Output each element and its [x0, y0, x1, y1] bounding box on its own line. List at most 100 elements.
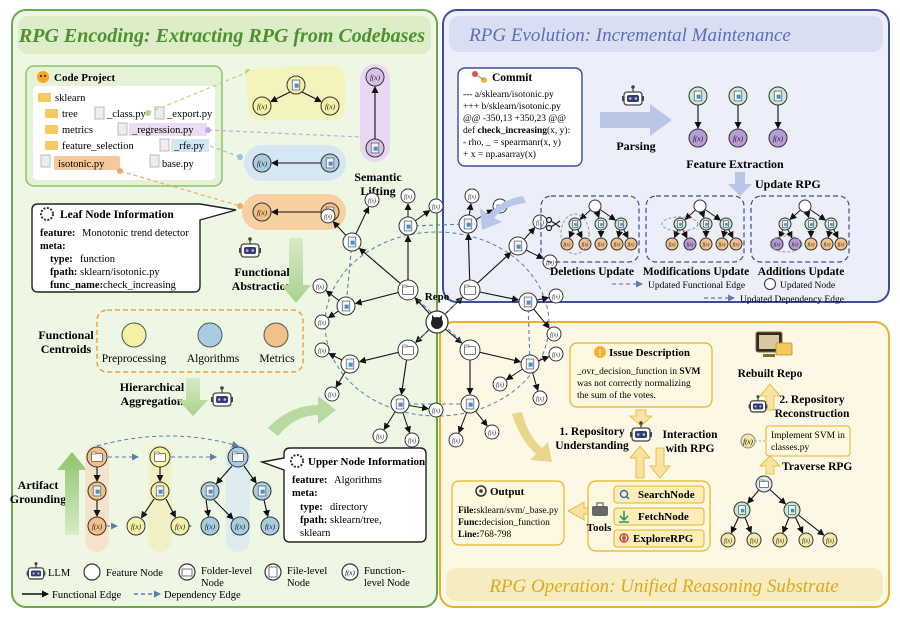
explore-rpg-label: ExploreRPG — [633, 533, 694, 545]
traverse-function-node: f(x) — [772, 532, 788, 548]
repo-file-node — [518, 292, 538, 312]
update-function-node: f(x) — [804, 237, 818, 251]
repo-function-node: f(x) — [312, 278, 328, 294]
tree-connectors — [117, 69, 361, 209]
tree-folder-metrics[interactable]: metrics — [62, 125, 93, 136]
repo-function-node: f(x) — [464, 188, 480, 204]
implement-text-1: Implement SVM in — [771, 431, 845, 441]
update-function-node: f(x) — [578, 237, 592, 251]
update-file-node — [778, 217, 792, 231]
update-function-node: f(x) — [729, 237, 743, 251]
robot-icon — [26, 562, 46, 580]
repo-folder-node — [397, 339, 419, 361]
update-root-node — [588, 199, 602, 213]
search-node-button[interactable]: SearchNode — [613, 485, 705, 504]
label-rebuilt-repo: Rebuilt Repo — [738, 368, 803, 380]
leaf-func-value: check_increasing — [103, 280, 177, 291]
label-tools: Tools — [587, 522, 612, 534]
repo-function-node: f(x) — [372, 428, 388, 444]
hierarchy-function-node: f(x) — [170, 516, 190, 536]
centroid-preprocessing[interactable]: Preprocessing — [102, 322, 167, 365]
label-repository-understanding-2: Understanding — [555, 440, 629, 452]
label-functional-centroids-2: Centroids — [41, 342, 92, 356]
search-icon — [619, 489, 630, 500]
file-tree: sklearn tree _class.py _export.py metric… — [38, 93, 213, 170]
leaf-type-value: function — [80, 254, 116, 265]
label-repo: Repo — [425, 291, 450, 303]
hierarchy-function-node: f(x) — [126, 516, 146, 536]
fetch-node-button[interactable]: FetchNode — [613, 507, 705, 526]
tree-file-export[interactable]: _export.py — [166, 109, 213, 120]
repo-function-node: f(x) — [448, 432, 464, 448]
additions-box — [750, 195, 850, 263]
tree-file-regression[interactable]: _regression.py — [131, 125, 194, 136]
hierarchy-function-node: f(x) — [230, 516, 250, 536]
repo-function-node: f(x) — [548, 288, 564, 304]
centroid-metrics[interactable]: Metrics — [259, 322, 295, 365]
scissors-icon — [545, 216, 561, 232]
lift-function-node: f(x) — [252, 96, 272, 116]
dependency-edge — [407, 223, 468, 227]
repo-function-node: f(x) — [324, 386, 340, 402]
repo-function-node: f(x) — [400, 188, 416, 204]
upper-feature-key: feature: — [292, 475, 327, 486]
tree-file-isotonic[interactable]: isotonic.py — [58, 159, 105, 170]
reconstruction-up-arrow — [759, 383, 781, 411]
svg-text:f(x): f(x) — [669, 243, 676, 248]
svg-text:f(x): f(x) — [92, 522, 103, 531]
repo-folder-node — [397, 279, 419, 301]
svg-text:f(x): f(x) — [733, 134, 744, 143]
code-project-title: Code Project — [54, 72, 116, 84]
svg-text:f(x): f(x) — [703, 243, 710, 248]
update-function-node: f(x) — [683, 237, 697, 251]
feature-extraction-nodes: f(x)f(x)f(x) — [688, 86, 788, 148]
output-title: Output — [490, 486, 525, 498]
svg-text:f(x): f(x) — [552, 351, 560, 358]
traverse-function-node: f(x) — [746, 532, 762, 548]
repo-function-node: f(x) — [314, 342, 330, 358]
centroid-algorithms[interactable]: Algorithms — [187, 322, 240, 365]
dependency-edge — [527, 301, 531, 364]
tree-file-class[interactable]: _class.py — [106, 109, 147, 120]
update-file-node — [824, 217, 838, 231]
toolbox-icon — [592, 502, 608, 516]
legend-function-node-2: level Node — [364, 578, 410, 589]
tree-folder-tree[interactable]: tree — [62, 109, 78, 120]
lift-function-node: f(x) — [320, 96, 340, 116]
hierarchy-function-node: f(x) — [200, 516, 220, 536]
implement-text-2: classes.py — [771, 443, 810, 453]
leaf-feature-key: feature: — [40, 228, 75, 239]
folder-icon — [38, 93, 51, 102]
commit-line-3: @@ -350,13 +350,23 @@ — [463, 114, 566, 124]
svg-text:!: ! — [599, 348, 602, 358]
update-file-node — [568, 217, 582, 231]
explore-rpg-button[interactable]: ExploreRPG — [613, 529, 705, 548]
legend-updated-functional-edge: Updated Functional Edge — [648, 281, 745, 291]
tree-file-rfe[interactable]: _rfe.py — [173, 141, 205, 152]
tree-file-base[interactable]: base.py — [162, 159, 195, 170]
svg-text:f(x): f(x) — [719, 243, 726, 248]
leaf-info-title: Leaf Node Information — [60, 209, 174, 221]
svg-text:f(x): f(x) — [345, 569, 355, 577]
legend-updated-node: Updated Node — [780, 281, 835, 291]
svg-text:f(x): f(x) — [582, 243, 589, 248]
leaf-type-key: type: — [50, 254, 73, 265]
repo-function-node: f(x) — [546, 326, 562, 342]
traverse-tree: f(x)f(x)f(x)f(x)f(x) — [720, 475, 838, 548]
tree-folder-feature-selection[interactable]: feature_selection — [62, 141, 134, 152]
centroid-algorithms-label: Algorithms — [187, 353, 240, 365]
repo-file-node — [390, 394, 410, 414]
robot-icon — [211, 386, 233, 407]
legend-feature-node-icon — [83, 563, 101, 581]
edge — [215, 465, 233, 485]
hierarchy-file-node — [200, 481, 220, 501]
evolution-curve-arrow — [480, 196, 526, 230]
repo-function-node: f(x) — [548, 346, 564, 362]
folder-icon — [45, 125, 58, 134]
label-traverse-rpg: Traverse RPG — [782, 461, 852, 473]
leaf-fpath-value: sklearn/isotonic.py — [80, 267, 160, 278]
label-hierarchical-aggregation-1: Hierarchical — [120, 380, 185, 394]
output-box: Output File:sklearn/svm/_base.py Func:de… — [451, 480, 565, 546]
hierarchy-file-node — [252, 481, 272, 501]
tree-root[interactable]: sklearn — [55, 93, 86, 104]
